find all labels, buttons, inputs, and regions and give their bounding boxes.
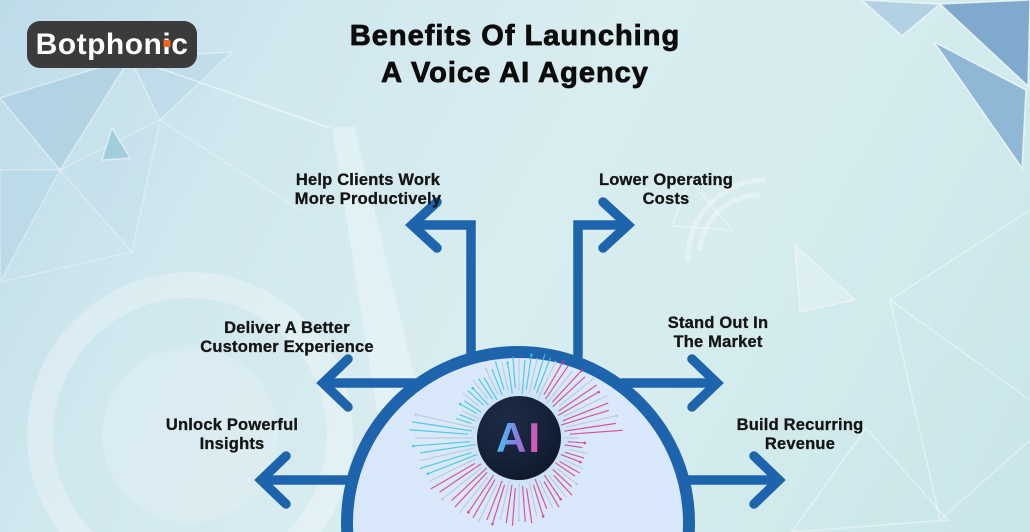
benefit-label-line: Unlock Powerful	[165, 416, 299, 434]
benefit-customer-experience: Deliver A Better Customer Experience	[200, 319, 374, 357]
arrow-recurring-revenue	[679, 451, 786, 509]
benefit-label-line: Help Clients Work	[295, 171, 441, 189]
ai-badge-label: AI	[496, 414, 542, 461]
arrow-unlock-insights	[254, 451, 357, 509]
title-line-1: Benefits Of Launching	[349, 20, 681, 53]
logo-text-pre: Botphon	[35, 27, 163, 61]
ai-starburst	[409, 353, 623, 526]
benefit-stand-out-market: Stand Out In The Market	[667, 314, 769, 352]
benefit-label-line: More Productively	[294, 190, 442, 208]
benefit-unlock-insights: Unlock Powerful Insights	[166, 416, 298, 454]
benefit-label-line: Build Recurring	[736, 416, 864, 434]
arrow-customer-experience	[316, 354, 421, 412]
benefit-label-line: Lower Operating	[598, 171, 734, 189]
benefit-label-line: Costs	[642, 190, 690, 208]
page-title: Benefits Of Launching A Voice AI Agency	[349, 18, 681, 92]
benefit-label-line: Customer Experience	[200, 338, 374, 356]
benefit-label-line: Stand Out In	[667, 314, 769, 332]
arrow-stand-out-market	[617, 354, 724, 412]
logo-letter-i: i	[162, 27, 172, 61]
ai-badge: AI	[477, 396, 561, 480]
benefit-recurring-revenue: Build Recurring Revenue	[736, 416, 864, 454]
title-line-2: A Voice AI Agency	[381, 57, 649, 90]
benefit-help-clients-work: Help Clients Work More Productively	[294, 171, 442, 209]
logo-text-post: c	[171, 27, 189, 61]
arrow-lower-operating-costs	[573, 197, 636, 361]
benefit-label-line: Insights	[199, 435, 265, 453]
benefit-label-line: Deliver A Better	[224, 319, 350, 337]
benefit-label-line: The Market	[673, 333, 763, 351]
arrow-help-clients-work	[404, 197, 476, 361]
benefit-lower-operating-costs: Lower Operating Costs	[599, 171, 733, 209]
benefit-label-line: Revenue	[764, 435, 836, 453]
